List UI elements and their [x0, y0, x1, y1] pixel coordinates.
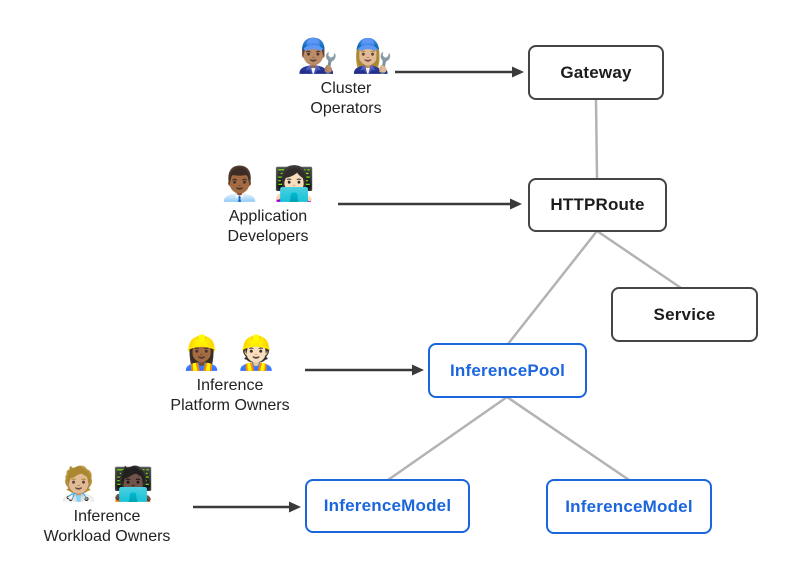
inference-workload-owners-emoji-icon: 🧑🏼‍⚕️ 🧑🏿‍💻 [58, 465, 156, 502]
persona-inference-platform-owners: 👷🏾‍♀️ 👷🏻 Inference Platform Owners [140, 333, 320, 417]
persona-inference-workload-owners: 🧑🏼‍⚕️ 🧑🏿‍💻 Inference Workload Owners [17, 464, 197, 548]
persona-cluster-operators: 👨🏽‍🔧 👩🏼‍🔧 Cluster Operators [256, 36, 436, 120]
edge-httproute-service [596, 229, 682, 290]
node-label: InferenceModel [565, 496, 693, 516]
edge-gateway-httproute [594, 99, 599, 179]
persona-label: Inference Workload Owners [43, 507, 171, 546]
persona-label: Cluster Operators [310, 79, 382, 118]
node-inferencepool: InferencePool [428, 343, 587, 398]
node-httproute: HTTPRoute [528, 178, 667, 232]
node-label: InferencePool [449, 360, 566, 380]
node-label: Service [653, 304, 716, 324]
node-gateway: Gateway [528, 45, 664, 100]
application-developers-emoji-icon: 👨🏾‍💼 👩🏻‍💻 [219, 165, 317, 202]
edge-inferencepool-inferencemodel-left [387, 395, 508, 482]
inference-platform-owners-emoji-icon: 👷🏾‍♀️ 👷🏻 [181, 334, 279, 371]
node-inferencemodel-right: InferenceModel [546, 479, 712, 534]
node-label: HTTPRoute [550, 195, 645, 214]
persona-label: Inference Platform Owners [170, 376, 290, 415]
cluster-operators-emoji-icon: 👨🏽‍🔧 👩🏼‍🔧 [297, 37, 395, 74]
node-inferencemodel-left: InferenceModel [305, 479, 470, 533]
node-label: Gateway [560, 62, 632, 82]
node-service: Service [611, 287, 758, 342]
persona-application-developers: 👨🏾‍💼 👩🏻‍💻 Application Developers [178, 164, 358, 248]
node-label: InferenceModel [323, 496, 452, 515]
persona-label: Application Developers [227, 207, 309, 246]
edge-inferencepool-inferencemodel-right [506, 395, 630, 482]
edge-httproute-inferencepool [507, 230, 598, 345]
